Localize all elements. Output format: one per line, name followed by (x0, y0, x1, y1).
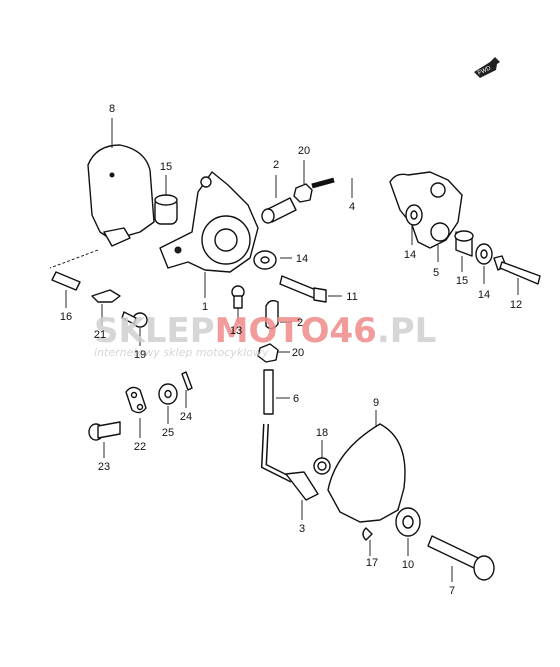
callout-14-right: 14 (478, 289, 490, 301)
part-15-bushing-right (454, 230, 474, 272)
part-22-link-plate (125, 386, 147, 438)
callout-9: 9 (373, 397, 379, 409)
part-20-nut-upper (293, 160, 313, 203)
callout-16: 16 (60, 311, 72, 323)
callout-11: 11 (346, 291, 357, 303)
callout-15-right: 15 (456, 275, 468, 287)
part-14-washer-a (405, 204, 423, 245)
part-15-bushing (154, 175, 178, 225)
watermark-subtitle: internetowy sklep motocyklowy (94, 346, 269, 359)
callout-20-lower: 20 (292, 347, 304, 359)
callout-20-upper: 20 (298, 145, 310, 157)
part-9-selector-plate (327, 410, 406, 523)
part-1-lever-bracket (159, 171, 259, 298)
part-4-shift-rod (311, 144, 438, 198)
callout-21: 21 (94, 329, 106, 341)
callout-10: 10 (402, 559, 414, 571)
callout-12: 12 (510, 299, 522, 311)
part-24-cotter-pin (181, 371, 193, 408)
callout-17: 17 (366, 557, 378, 569)
callout-15-left: 15 (160, 161, 172, 173)
part-20-nut-lower (257, 343, 290, 363)
callout-7: 7 (449, 585, 455, 597)
watermark-part1: SKLEPMOTO46.PL (94, 311, 436, 351)
part-11-bolt (279, 275, 342, 303)
watermark: SKLEPMOTO46.PL internetowy sklep motocyk… (94, 311, 436, 359)
part-5-shift-lever (389, 171, 463, 262)
callout-1: 1 (202, 301, 208, 313)
part-17-circlip (362, 527, 373, 556)
part-14-washer-c (253, 250, 292, 270)
callout-6: 6 (293, 393, 299, 405)
callout-2-lower: 2 (297, 317, 303, 329)
part-2-rod-end-upper (261, 175, 297, 224)
part-19-bolt (121, 311, 148, 346)
callout-18: 18 (316, 427, 328, 439)
part-8-guard-plate (49, 118, 155, 269)
part-18-collar (313, 440, 331, 475)
callout-23: 23 (98, 461, 110, 473)
callout-14-center: 14 (296, 253, 308, 265)
callout-24: 24 (180, 411, 192, 423)
callout-labels: 8 15 2 20 4 14 5 15 14 12 16 21 1 14 11 … (60, 103, 522, 597)
callout-8: 8 (109, 103, 115, 115)
part-6-threaded-rod (263, 369, 290, 415)
callout-25: 25 (162, 427, 174, 439)
callout-13: 13 (230, 325, 242, 337)
front-arrow-icon: FWD (474, 57, 500, 78)
part-12-bolt (493, 255, 541, 295)
part-25-washer (158, 383, 178, 424)
part-14-washer-b (475, 243, 493, 284)
callout-4: 4 (349, 201, 355, 213)
part-2-rod-end-lower (265, 299, 292, 330)
callout-5: 5 (433, 267, 439, 279)
callout-2-upper: 2 (273, 159, 279, 171)
front-marker-label: FWD (477, 65, 493, 76)
callout-3: 3 (299, 523, 305, 535)
part-10-ring (395, 507, 421, 556)
part-7-shaft (427, 535, 495, 582)
callout-19: 19 (134, 349, 146, 361)
part-3-shift-link (260, 423, 319, 520)
callout-22: 22 (134, 441, 146, 453)
part-13-ball-joint (231, 285, 245, 322)
callout-14-mid: 14 (404, 249, 416, 261)
part-21-clip (91, 289, 121, 326)
part-23-clevis-pin (88, 421, 121, 458)
part-16-pin (51, 271, 81, 308)
